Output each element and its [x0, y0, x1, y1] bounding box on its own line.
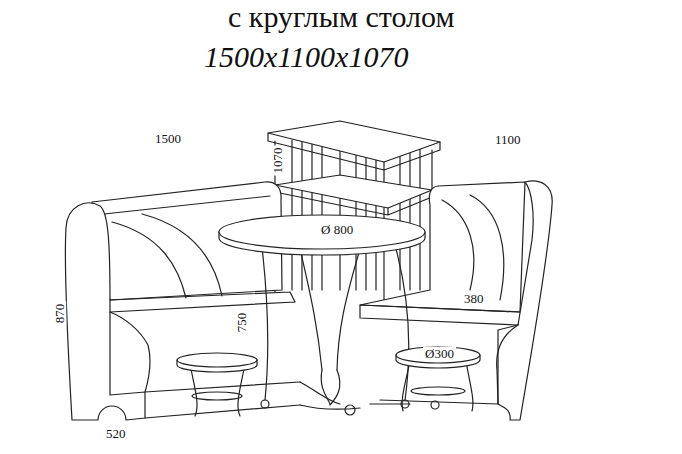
bench-seat — [360, 305, 520, 325]
diameter-label: Ø 800 — [319, 223, 355, 236]
table-leg — [262, 245, 409, 400]
corner-shelf — [268, 121, 440, 300]
stool-ring — [192, 392, 242, 400]
wheel — [345, 405, 355, 415]
overall-dimensions: 1500x1100x1070 — [204, 42, 408, 72]
stool — [177, 353, 257, 416]
bench-apron — [380, 325, 518, 404]
dimension-label: 1070 — [271, 146, 284, 176]
dimension-label: 520 — [104, 427, 128, 440]
dimension-label: 870 — [53, 302, 66, 326]
diameter-label: Ø300 — [423, 347, 456, 360]
stool — [396, 347, 480, 411]
shelf-top — [268, 121, 440, 162]
bench-cushion — [442, 195, 504, 300]
dimension-label: 1500 — [153, 132, 183, 145]
dimension-label: 750 — [235, 311, 248, 335]
bench-side-panel — [498, 181, 552, 420]
dimension-label: 1100 — [493, 133, 523, 146]
bench-cushion — [112, 214, 222, 298]
stool-seat — [396, 347, 480, 363]
shelf-top-edge — [268, 133, 440, 170]
table-leg-loop — [321, 370, 340, 405]
bench-side-panel — [65, 203, 145, 420]
dimension-label: 380 — [462, 292, 486, 305]
title: с круглым столом — [228, 2, 454, 32]
stool-ring — [411, 387, 465, 395]
shelf-middle-edge — [275, 185, 432, 215]
corner-base — [300, 382, 410, 409]
bench-back-inner — [104, 196, 270, 214]
round-table — [219, 215, 425, 408]
stool-seat — [177, 353, 257, 367]
shelf-middle — [275, 175, 432, 208]
table-foot — [261, 400, 269, 408]
table-top — [219, 215, 425, 249]
bench-apron — [110, 312, 300, 418]
